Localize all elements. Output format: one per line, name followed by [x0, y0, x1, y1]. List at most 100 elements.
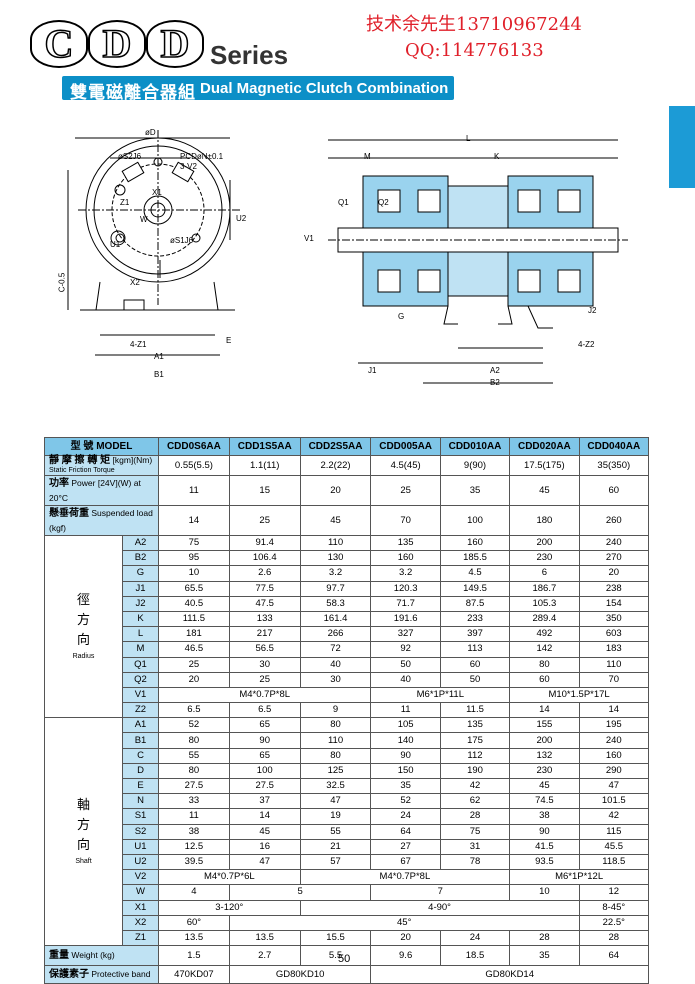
table-row: N 33 37 47 52 62 74.5 101.5	[45, 793, 650, 810]
cell: 100	[228, 762, 301, 780]
side-label-l: L	[466, 134, 471, 143]
front-label-c: C-0.5	[57, 272, 67, 293]
contact-line-1: 技术余先生13710967244	[366, 14, 582, 35]
cell: 150	[370, 762, 441, 780]
cell: GD80KD10	[228, 965, 372, 984]
cell: 45	[228, 823, 301, 840]
cell: 327	[370, 626, 441, 643]
logo-letter-d2: D	[146, 20, 204, 68]
cell: 14	[509, 702, 580, 719]
page-number: 50	[338, 953, 351, 965]
load-row: 懸垂荷重 Suspended load (kgf) 14 25 45 70 10…	[44, 505, 650, 536]
cell: 45.5	[578, 838, 650, 855]
cell: 77.5	[228, 580, 301, 597]
cell: 11	[158, 808, 230, 825]
front-label-os2j6: øS2J6	[118, 152, 142, 161]
table-row: M 46.5 56.5 72 92 113 142 183	[45, 641, 650, 658]
cell: 18.5	[439, 945, 511, 967]
cell: 93.5	[509, 853, 580, 871]
cell: 230	[509, 550, 580, 567]
front-label-pcd: PCDøN±0.1	[180, 152, 224, 161]
cell: 132	[509, 747, 580, 764]
cell: 4	[158, 884, 230, 901]
cell: 6	[509, 565, 580, 582]
cell: 28	[439, 808, 511, 825]
cell: 27.5	[228, 777, 301, 795]
cell: 25	[228, 505, 301, 536]
torque-label: 靜 摩 擦 轉 矩 [kgm](Nm)Static Friction Torqu…	[44, 455, 159, 476]
table-row: X2 60° 45° 22.5°	[45, 914, 650, 931]
cell: M4*0.7P*8L	[299, 869, 511, 886]
cell: 120.3	[370, 580, 441, 597]
protective-row: 保護素子 Protective band 470KD07 GD80KD10 GD…	[44, 965, 649, 984]
cell: 160	[439, 534, 511, 552]
cell: 65	[228, 717, 301, 734]
power-label: 功率 Power [24V](W) at 20°C	[44, 475, 159, 506]
cell: 64	[578, 945, 650, 967]
cell: 105	[370, 717, 441, 734]
row-symbol: B1	[122, 732, 159, 749]
cell: 112	[439, 747, 511, 764]
logo-letter-d1: D	[88, 20, 146, 68]
row-symbol: J2	[122, 595, 159, 612]
table-row: Q1 25 30 40 50 60 80 110	[45, 656, 650, 673]
cell: 35	[509, 945, 580, 967]
cell: M6*1P*12L	[509, 869, 649, 886]
cell: 11.5	[439, 702, 511, 719]
front-label-u1: U1	[110, 240, 121, 249]
cell: 3.2	[370, 565, 441, 582]
cell: 47	[578, 777, 650, 795]
front-label-4z1: 4-Z1	[130, 340, 147, 349]
cell: 240	[578, 534, 650, 552]
side-label-j2: J2	[588, 306, 597, 315]
logo-letter-c: C	[30, 20, 88, 68]
cell: 4-90°	[299, 899, 580, 916]
cell: 183	[578, 641, 650, 658]
cell: 9.6	[370, 945, 441, 967]
cell: 45	[509, 777, 580, 795]
row-symbol: E	[122, 777, 159, 795]
cell: 46.5	[158, 641, 230, 658]
row-symbol: V2	[122, 869, 159, 886]
cell: 33	[158, 793, 230, 810]
cell: 115	[578, 823, 650, 840]
cell: 4.5(45)	[370, 455, 441, 476]
row-symbol: A2	[122, 534, 159, 552]
row-symbol: G	[122, 565, 159, 582]
cell: 13.5	[228, 929, 301, 947]
side-label-a2: A2	[490, 366, 500, 375]
cell: 110	[299, 534, 372, 552]
cell: M4*0.7P*6L	[158, 869, 301, 886]
cell: 7	[370, 884, 511, 901]
side-label-4z2: 4-Z2	[578, 340, 595, 349]
cell: 100	[439, 505, 511, 536]
front-label-w: W	[140, 215, 148, 224]
cell: 22.5°	[578, 914, 650, 931]
cell: 266	[299, 626, 372, 643]
cell: 270	[578, 550, 650, 567]
cell: 52	[158, 717, 230, 734]
cell: 10	[158, 565, 230, 582]
cell: 25	[370, 475, 441, 506]
cell: M6*1P*11L	[370, 686, 511, 704]
cell: 12.5	[158, 838, 230, 855]
row-symbol: S2	[122, 823, 159, 840]
model-header: 型 號 MODEL	[44, 437, 159, 456]
side-label-q1: Q1	[338, 198, 349, 207]
cell: 65	[228, 747, 301, 764]
cell: 20	[370, 929, 441, 947]
cell: 14	[158, 505, 230, 536]
cell: 20	[578, 565, 650, 582]
cell: 16	[228, 838, 301, 855]
cell: M10*1.5P*17L	[509, 686, 649, 704]
cell: 90	[370, 747, 441, 764]
cell: 32.5	[299, 777, 372, 795]
cell: 45	[299, 505, 372, 536]
cell: 67	[370, 853, 441, 871]
cell: 70	[578, 671, 650, 688]
cell: 6.5	[228, 702, 301, 719]
front-label-a1: A1	[154, 352, 164, 361]
cell: 21	[299, 838, 372, 855]
cell: 75	[158, 534, 230, 552]
cell: 135	[439, 717, 511, 734]
